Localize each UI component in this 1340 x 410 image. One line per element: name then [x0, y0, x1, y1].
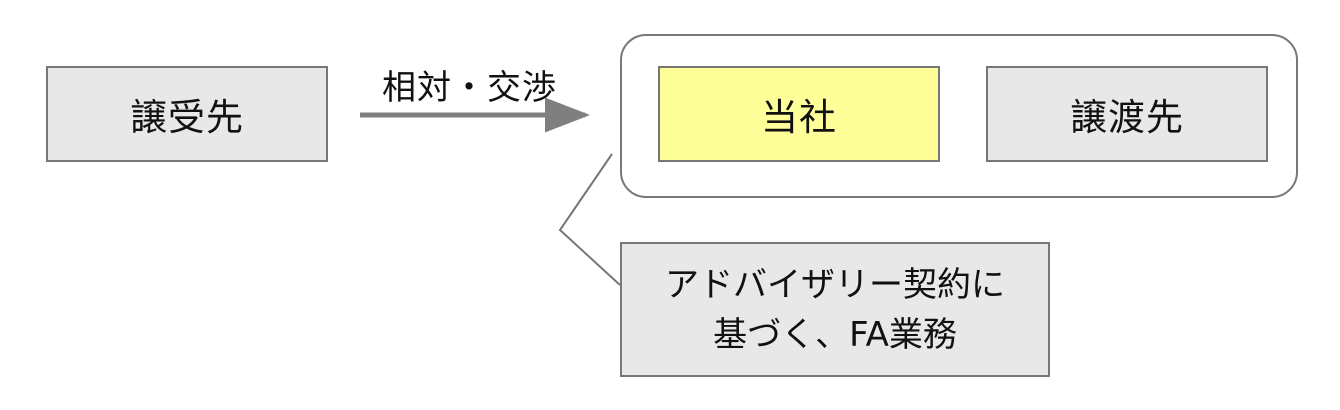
- buyer-box: 譲受先: [46, 66, 328, 162]
- callout-pointer: [558, 153, 621, 286]
- seller-box: 譲渡先: [986, 66, 1268, 162]
- note-line-2: 基づく、FA業務: [713, 314, 957, 355]
- negotiation-label: 相対・交渉: [382, 68, 557, 108]
- seller-label: 譲渡先: [1070, 96, 1184, 139]
- callout-note: アドバイザリー契約に 基づく、FA業務: [620, 242, 1050, 377]
- buyer-label: 譲受先: [130, 96, 244, 139]
- company-label: 当社: [761, 96, 837, 139]
- company-box: 当社: [658, 66, 940, 162]
- note-line-1: アドバイザリー契約に: [665, 264, 1005, 305]
